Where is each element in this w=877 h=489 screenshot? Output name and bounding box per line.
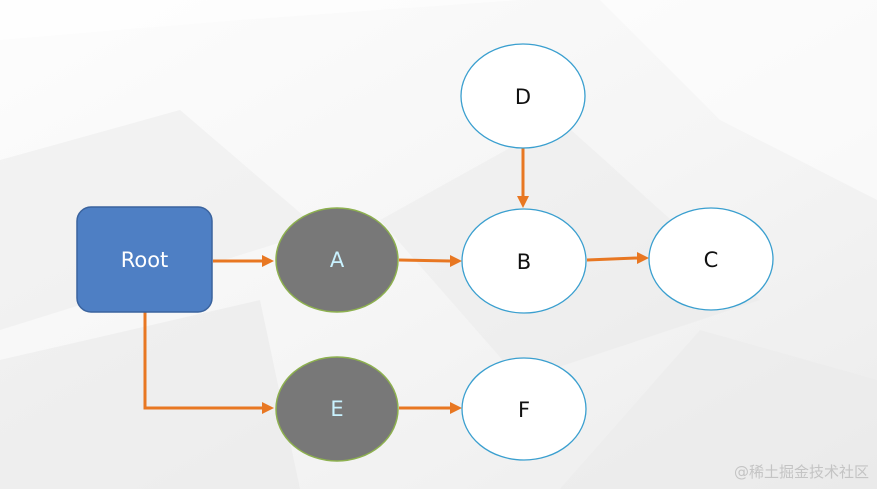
arrowhead-d-to-b bbox=[517, 196, 529, 208]
node-b: B bbox=[461, 208, 587, 314]
arrowhead-root-to-e bbox=[262, 402, 274, 414]
arrowhead-b-to-c bbox=[637, 252, 649, 264]
node-c-shape bbox=[648, 207, 774, 311]
arrowhead-e-to-f bbox=[450, 402, 462, 414]
node-root-label: Root bbox=[121, 248, 169, 272]
node-a-label: A bbox=[330, 248, 345, 272]
node-e-shape bbox=[275, 356, 399, 462]
node-f-shape bbox=[461, 357, 587, 461]
node-b-label: B bbox=[517, 250, 531, 274]
node-f-label: F bbox=[518, 398, 530, 422]
node-f: F bbox=[461, 357, 587, 461]
node-c-label: C bbox=[704, 248, 719, 272]
edges bbox=[143, 148, 649, 414]
node-root-shape bbox=[76, 206, 213, 313]
node-e-label: E bbox=[330, 397, 343, 421]
edge-a-to-b bbox=[398, 258, 451, 263]
node-c: C bbox=[648, 207, 774, 311]
node-b-shape bbox=[461, 208, 587, 314]
node-a-shape bbox=[275, 207, 399, 313]
node-e: E bbox=[275, 356, 399, 462]
edge-b-to-c bbox=[586, 256, 638, 262]
node-a: A bbox=[275, 207, 399, 313]
arrowhead-root-to-a bbox=[262, 255, 274, 267]
node-d-shape bbox=[460, 43, 586, 149]
node-d-label: D bbox=[515, 85, 531, 109]
node-root: Root bbox=[76, 206, 213, 313]
edge-root-to-e bbox=[143, 312, 262, 410]
arrowhead-a-to-b bbox=[450, 255, 462, 267]
watermark: @稀土掘金技术社区 bbox=[733, 463, 869, 481]
node-d: D bbox=[460, 43, 586, 149]
